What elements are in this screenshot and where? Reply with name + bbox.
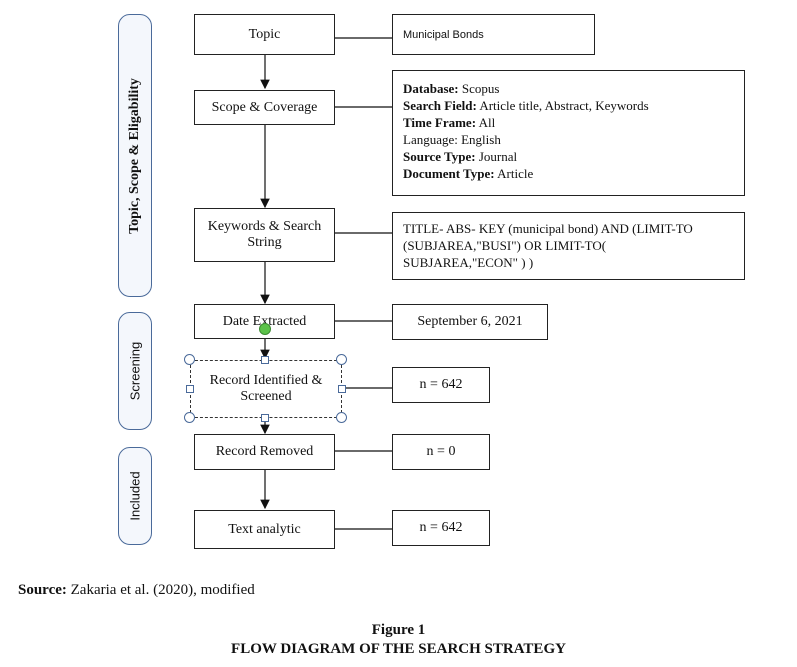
keywords-box: Keywords & Search String <box>194 208 335 262</box>
record-identified-value: n = 642 <box>419 377 463 392</box>
record-removed-value: n = 0 <box>426 444 456 459</box>
language-line: Language: English <box>403 132 501 147</box>
source-type-line: Source Type: Journal <box>403 149 518 164</box>
resize-handle-top-right[interactable] <box>336 354 347 365</box>
search-string-line-3: SUBJAREA,"ECON" ) ) <box>403 255 534 270</box>
phase-topic-scope: Topic, Scope & Eligability <box>118 14 152 297</box>
scope-value-box: Database: Scopus Search Field: Article t… <box>392 70 745 196</box>
keywords-box-label-2: String <box>247 235 282 250</box>
figure-number: Figure 1 <box>371 622 426 638</box>
search-field-line: Search Field: Article title, Abstract, K… <box>403 98 649 113</box>
record-identified-label-2: Screened <box>240 388 292 404</box>
database-line: Database: Scopus <box>403 81 500 96</box>
resize-handle-bottom[interactable] <box>261 414 269 422</box>
scope-box-label: Scope & Coverage <box>211 99 318 115</box>
text-analytic-label: Text analytic <box>228 521 301 537</box>
rotate-handle[interactable] <box>259 323 271 335</box>
resize-handle-top-left[interactable] <box>184 354 195 365</box>
source-label: Source: <box>18 582 67 598</box>
resize-handle-top[interactable] <box>261 356 269 364</box>
keywords-box-label-1: Keywords & Search <box>207 219 322 234</box>
record-removed-value-box: n = 0 <box>392 434 490 470</box>
record-removed-box: Record Removed <box>194 434 335 470</box>
text-analytic-value: n = 642 <box>419 520 463 535</box>
search-string-line-1: TITLE- ABS- KEY (municipal bond) AND (LI… <box>403 221 693 236</box>
phase-screening-label: Screening <box>127 341 143 401</box>
search-string-line-2: (SUBJAREA,"BUSI") OR LIMIT-TO( <box>403 238 607 253</box>
topic-box-label: Topic <box>248 26 281 42</box>
resize-handle-bottom-right[interactable] <box>336 412 347 423</box>
selection-frame[interactable] <box>190 360 342 418</box>
phase-screening: Screening <box>118 312 152 430</box>
date-value: September 6, 2021 <box>417 314 523 329</box>
text-analytic-box: Text analytic <box>194 510 335 549</box>
text-analytic-value-box: n = 642 <box>392 510 490 546</box>
phase-included: Included <box>118 447 152 545</box>
topic-value: Municipal Bonds <box>403 28 484 41</box>
record-identified-label-1: Record Identified & <box>209 372 323 388</box>
topic-value-box: Municipal Bonds <box>392 14 595 55</box>
figure-title: FLOW DIAGRAM OF THE SEARCH STRATEGY <box>231 641 566 657</box>
record-removed-label: Record Removed <box>215 444 314 459</box>
record-identified-value-box: n = 642 <box>392 367 490 403</box>
date-box-label: Date Extracted <box>222 313 307 329</box>
source-text: Zakaria et al. (2020), modified <box>66 582 255 598</box>
resize-handle-right[interactable] <box>338 385 346 393</box>
resize-handle-bottom-left[interactable] <box>184 412 195 423</box>
phase-included-label: Included <box>127 471 143 521</box>
phase-topic-scope-label: Topic, Scope & Eligability <box>127 77 142 234</box>
topic-box: Topic <box>194 14 335 55</box>
date-value-box: September 6, 2021 <box>392 304 548 340</box>
record-identified-box: Record Identified & Screened <box>190 360 342 417</box>
time-frame-line: Time Frame: All <box>403 115 496 130</box>
scope-box: Scope & Coverage <box>194 90 335 125</box>
document-type-line: Document Type: Article <box>403 166 534 181</box>
source-caption: Source: Zakaria et al. (2020), modified <box>18 582 255 599</box>
keywords-value-box: TITLE- ABS- KEY (municipal bond) AND (LI… <box>392 212 745 280</box>
resize-handle-left[interactable] <box>186 385 194 393</box>
